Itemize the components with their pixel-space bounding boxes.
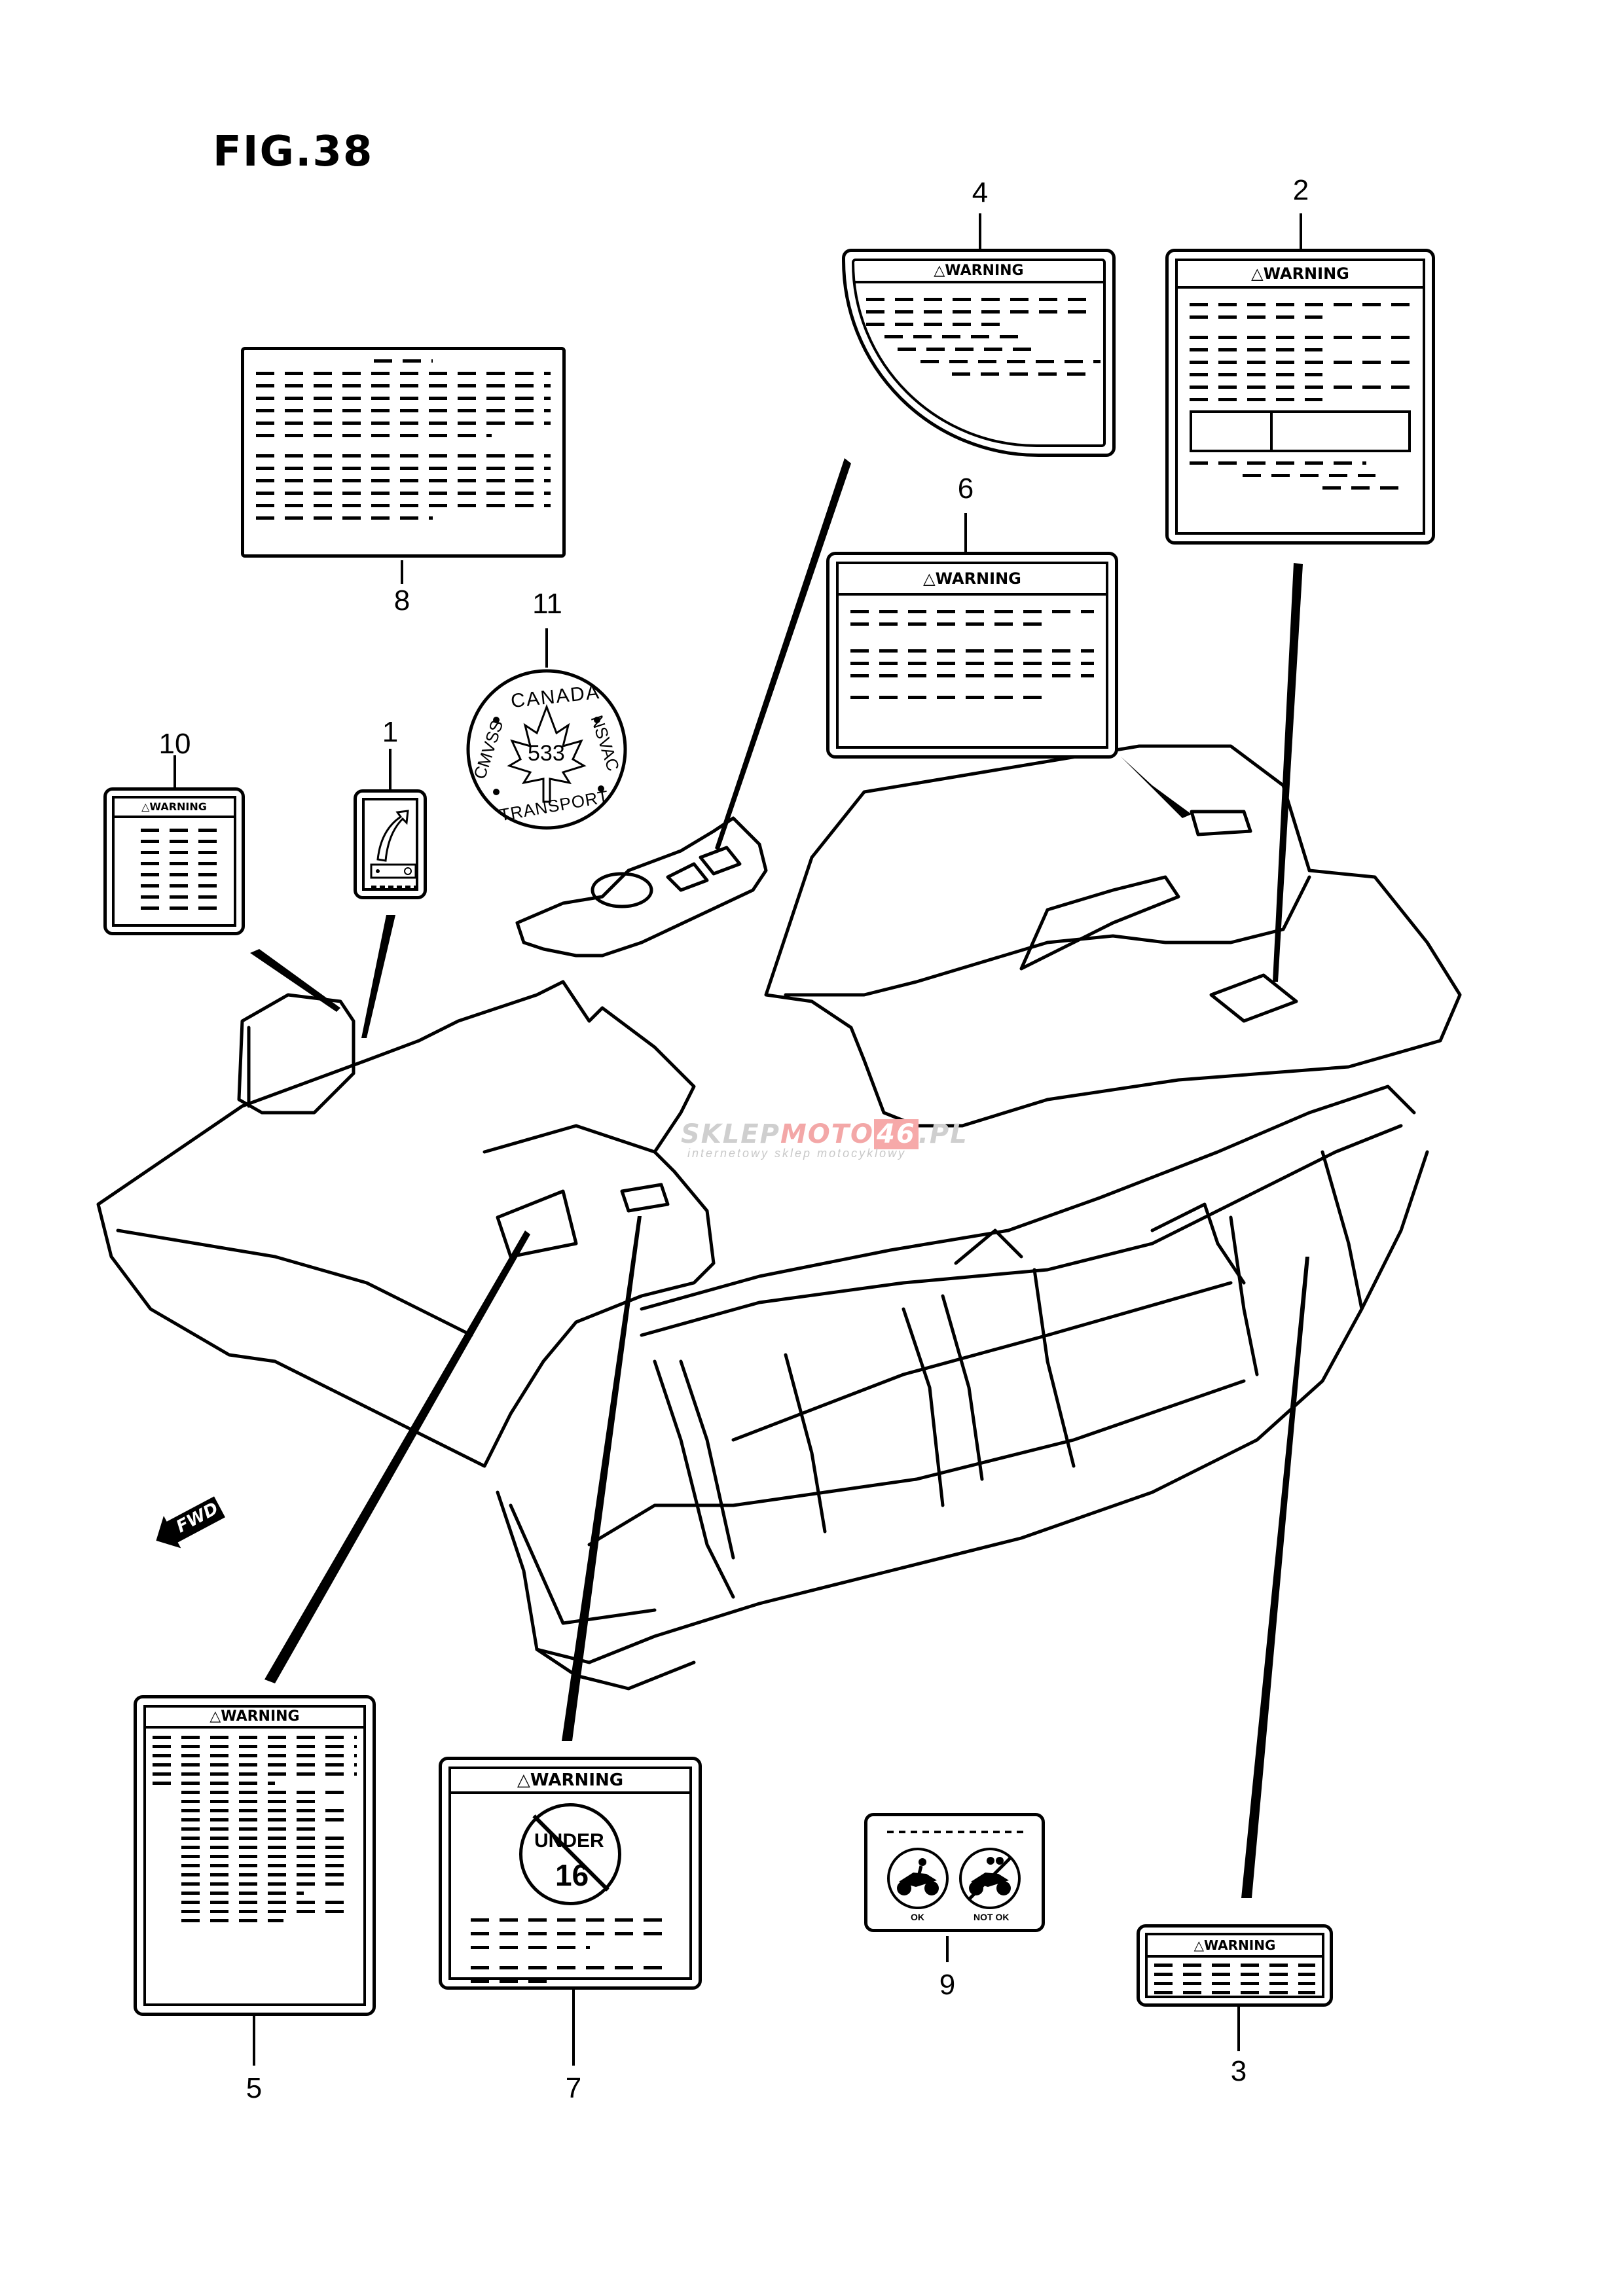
- warning-heading: WARNING: [1263, 264, 1349, 283]
- frame-outline: [496, 1085, 1429, 1691]
- leader-line-10: [250, 949, 340, 1012]
- warning-triangle-icon: △: [1251, 264, 1264, 283]
- canada-emblem-graphic: [466, 669, 627, 830]
- not-ok-pictogram-icon: [959, 1848, 1021, 1909]
- warning-heading: WARNING: [221, 1708, 300, 1725]
- callout-number-1[interactable]: 1: [382, 716, 399, 748]
- leader-line-7: [562, 1216, 642, 1741]
- warning-triangle-icon: △: [517, 1770, 530, 1790]
- warning-triangle-icon: △: [923, 569, 936, 588]
- label-text-lines: [839, 596, 1106, 713]
- no-under-16-icon: UNDER 16: [519, 1803, 621, 1905]
- part-label-6[interactable]: △WARNING: [826, 552, 1118, 759]
- leader-line-6: [1121, 757, 1192, 818]
- leader-line-2: [1273, 563, 1303, 982]
- warning-heading: WARNING: [945, 262, 1024, 279]
- watermark-subtitle: internetowy sklep motocyklowy: [687, 1147, 907, 1160]
- emblem-number: 533: [528, 741, 565, 766]
- warning-heading: WARNING: [935, 569, 1021, 588]
- label-text-lines: [854, 283, 1103, 390]
- part-label-2[interactable]: △WARNING: [1165, 249, 1435, 545]
- callout-number-7[interactable]: 7: [565, 2072, 582, 2104]
- warning-heading: WARNING: [530, 1770, 624, 1790]
- fwd-direction-marker: FWD: [147, 1490, 228, 1556]
- warning-heading: WARNING: [149, 800, 207, 813]
- maple-leaf-icon: [507, 704, 587, 803]
- part-label-9[interactable]: OK NOT OK: [864, 1813, 1045, 1932]
- callout-line-2: [1300, 213, 1302, 250]
- warning-triangle-icon: △: [1193, 1937, 1204, 1953]
- part-label-1[interactable]: [354, 789, 427, 899]
- part-label-3[interactable]: △WARNING: [1137, 1924, 1333, 2007]
- label-text-lines: [1148, 1964, 1322, 1994]
- callout-line-1: [389, 749, 392, 791]
- callout-number-9[interactable]: 9: [939, 1969, 956, 2001]
- callout-number-3[interactable]: 3: [1230, 2055, 1247, 2087]
- callout-line-6: [964, 513, 967, 552]
- front-fender-outline: [96, 980, 716, 1468]
- leader-line-4: [715, 458, 851, 851]
- figure-title: FIG.38: [213, 128, 374, 176]
- spec-table: [1190, 410, 1411, 452]
- lever-pictogram-icon: [370, 810, 417, 888]
- label-text-lines: [451, 1905, 689, 1995]
- callout-line-9: [946, 1936, 949, 1962]
- part-label-8[interactable]: [241, 347, 566, 558]
- part-label-5[interactable]: △WARNING: [134, 1695, 376, 2016]
- callout-number-4[interactable]: 4: [972, 177, 989, 209]
- leader-line-1: [361, 915, 395, 1038]
- arrow-left-icon: [156, 1496, 226, 1549]
- ok-caption: OK: [911, 1912, 924, 1922]
- callout-number-8[interactable]: 8: [393, 584, 410, 617]
- warning-triangle-icon: △: [934, 262, 945, 279]
- ok-pictogram-icon: [887, 1848, 949, 1909]
- fuel-tank-cover-outline: [515, 816, 768, 958]
- callout-number-5[interactable]: 5: [246, 2072, 263, 2104]
- callout-line-8: [401, 560, 403, 584]
- callout-number-10[interactable]: 10: [158, 728, 191, 760]
- callout-number-2[interactable]: 2: [1292, 174, 1309, 206]
- callout-line-5: [253, 2016, 255, 2066]
- callout-line-11: [545, 628, 548, 668]
- not-ok-caption: NOT OK: [974, 1912, 1010, 1922]
- warning-triangle-icon: △: [209, 1708, 221, 1725]
- label-text-lines: [146, 1729, 363, 1929]
- callout-number-6[interactable]: 6: [957, 473, 974, 505]
- leader-lines: [250, 458, 1309, 1898]
- leader-line-5: [264, 1230, 530, 1683]
- warning-triangle-icon: △: [141, 800, 150, 813]
- label-text-lines: [115, 818, 234, 920]
- part-label-7[interactable]: △WARNING UNDER 16: [439, 1757, 702, 1990]
- callout-number-11[interactable]: 11: [532, 588, 562, 620]
- warning-heading: WARNING: [1204, 1937, 1276, 1953]
- part-emblem-11[interactable]: CANADA CMVSS NSVAC TRANSPORT 533: [465, 668, 628, 831]
- part-label-10[interactable]: △WARNING: [103, 787, 245, 935]
- callout-line-10: [173, 755, 176, 788]
- leader-line-3: [1241, 1257, 1309, 1898]
- label-text-lines: [244, 350, 562, 534]
- callout-line-4: [979, 213, 981, 250]
- label-text-line: [887, 1831, 1025, 1833]
- callout-line-7: [572, 1990, 575, 2066]
- callout-line-3: [1237, 2007, 1240, 2051]
- label-text-lines: [1178, 289, 1423, 504]
- rear-fender-seat-outline: [764, 744, 1462, 1128]
- headlight-box-outline: [237, 993, 355, 1115]
